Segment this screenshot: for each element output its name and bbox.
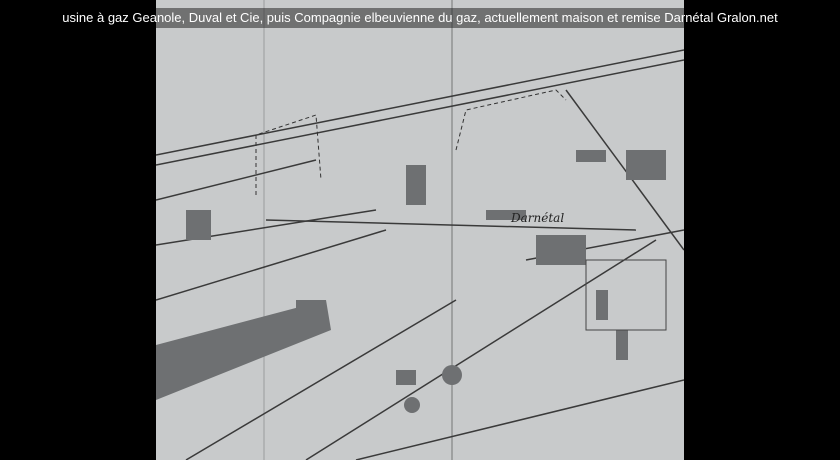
map-drawing: Darnétal [156,0,684,460]
caption-band [156,8,684,28]
map-town-label: Darnétal [510,211,564,225]
map-photo[interactable]: Darnétal [156,0,684,460]
boundary-lines [255,89,567,195]
buildings [156,150,666,413]
image-caption: usine à gaz Geanole, Duval et Cie, puis … [62,10,778,25]
